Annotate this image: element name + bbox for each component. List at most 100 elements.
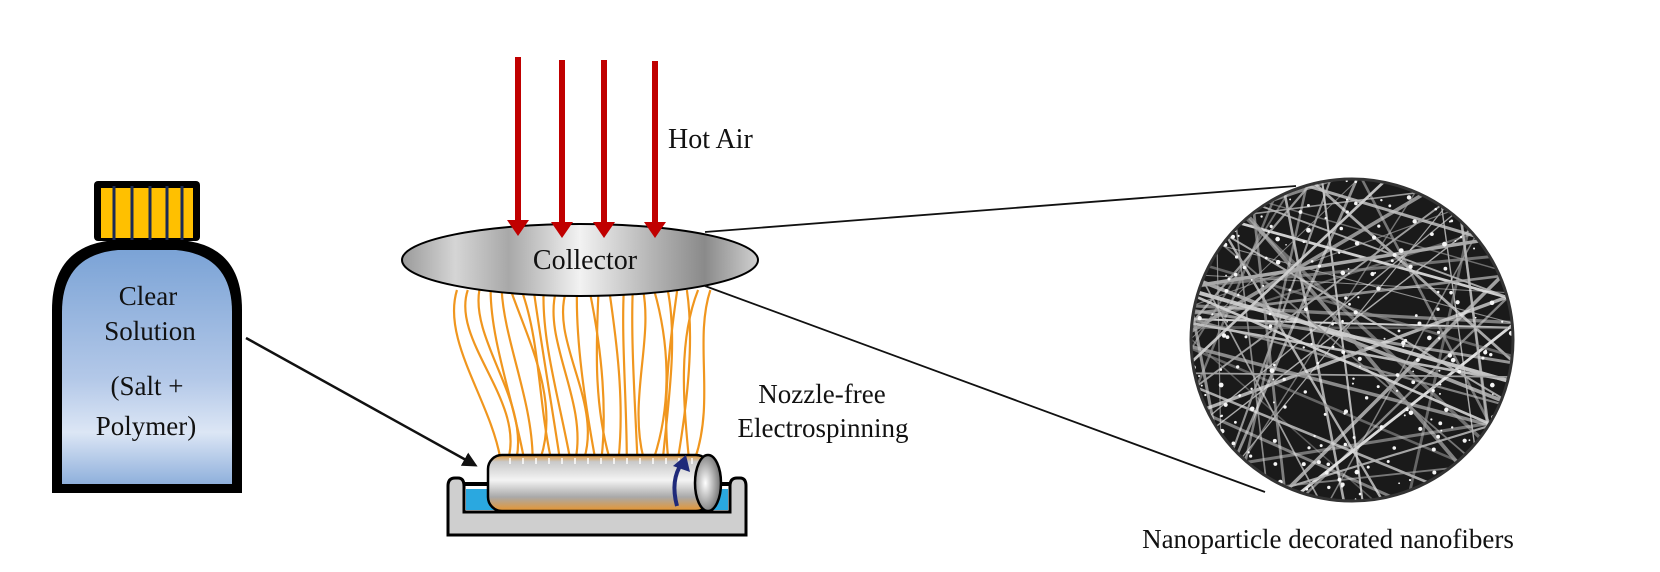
nanoparticle (1438, 337, 1441, 340)
nanoparticle (1306, 227, 1311, 233)
nanoparticle (1492, 393, 1494, 395)
nanoparticle (1231, 441, 1236, 446)
nanoparticle (1417, 321, 1422, 326)
nanoparticle (1398, 482, 1401, 485)
spinner-label-line2: Electrospinning (738, 413, 909, 443)
nanoparticle (1316, 361, 1320, 365)
nanoparticle (1313, 434, 1316, 438)
nanoparticle (1198, 374, 1201, 377)
nanoparticle (1465, 471, 1470, 476)
nanoparticle (1339, 226, 1344, 231)
nanoparticle (1344, 296, 1348, 300)
nanoparticle (1418, 495, 1421, 497)
fiber (477, 289, 520, 459)
zoom-line-bottom (704, 285, 1266, 493)
nanoparticle (1275, 259, 1281, 265)
bottle-label-line1: Clear (119, 281, 177, 311)
nanoparticle (1433, 184, 1437, 188)
nanoparticle (1459, 235, 1463, 239)
nanoparticle (1508, 263, 1511, 265)
nanoparticle (1229, 215, 1232, 218)
nanoparticle (1289, 198, 1292, 201)
nanoparticle (1383, 337, 1386, 340)
nanoparticle (1237, 293, 1240, 297)
nanoparticle (1315, 180, 1318, 182)
nanoparticle (1372, 235, 1377, 240)
nanoparticle (1197, 245, 1200, 249)
result-label: Nanoparticle decorated nanofibers (1142, 524, 1514, 554)
nanoparticle (1224, 289, 1229, 293)
fiber (464, 289, 512, 459)
nanoparticle (1508, 330, 1512, 336)
nanoparticle (1268, 482, 1271, 485)
nanoparticle (1447, 353, 1453, 358)
nanofiber-strand (1192, 180, 1512, 327)
nanoparticle (1505, 234, 1508, 237)
nanoparticle (1455, 300, 1460, 305)
bottle-label-line4: Polymer) (96, 411, 197, 441)
nanoparticle (1430, 418, 1433, 421)
nanoparticle (1427, 335, 1432, 341)
nanoparticle (1348, 302, 1351, 306)
fiber (622, 289, 628, 459)
nanoparticle (1474, 316, 1477, 319)
nanoparticle (1250, 387, 1253, 391)
nanofiber-strand (1192, 295, 1512, 342)
fiber (665, 289, 679, 459)
hot-air-arrow (507, 57, 529, 236)
nanoparticle (1436, 330, 1441, 334)
fiber (500, 289, 534, 459)
nanoparticle (1275, 236, 1280, 242)
nanoparticle (1219, 368, 1223, 371)
fiber (561, 289, 589, 459)
nanoparticle (1358, 365, 1361, 368)
nanoparticle (1508, 387, 1512, 392)
nanoparticle (1310, 342, 1313, 346)
sem-image (1189, 177, 1515, 503)
nanofiber-strand (1192, 180, 1355, 500)
nanoparticle (1298, 210, 1303, 214)
nanoparticle (1214, 194, 1220, 200)
cap-ridges (112, 186, 184, 240)
nanoparticle (1454, 240, 1457, 242)
drum-spikes (509, 458, 693, 464)
nanoparticle (1482, 239, 1488, 245)
nanoparticle (1392, 253, 1397, 258)
nanoparticle (1234, 420, 1237, 424)
nanoparticle (1302, 346, 1305, 349)
nanoparticle (1488, 231, 1491, 234)
nanoparticle (1337, 251, 1341, 254)
nanofiber-strand (1192, 180, 1512, 500)
nanoparticle (1345, 198, 1348, 201)
nanoparticle (1234, 255, 1239, 259)
nanoparticle (1343, 442, 1348, 447)
collector: Collector (401, 223, 759, 297)
fiber (682, 289, 700, 459)
zoom-line-top (704, 185, 1297, 233)
nanofiber-strand (1192, 389, 1512, 500)
nanoparticle (1225, 335, 1230, 340)
nanoparticle (1354, 180, 1358, 184)
nanoparticle (1376, 286, 1381, 291)
nanoparticle (1319, 444, 1323, 448)
nanoparticle (1262, 284, 1265, 287)
nanoparticle (1205, 463, 1208, 466)
fiber (520, 289, 552, 459)
nanoparticle (1465, 187, 1467, 189)
nanoparticle (1331, 322, 1334, 326)
bath-tray (446, 476, 748, 537)
nanoparticle (1195, 496, 1199, 500)
nanoparticle (1272, 401, 1275, 404)
nanoparticle (1222, 182, 1226, 185)
nanoparticle (1352, 435, 1356, 439)
nanoparticle (1303, 390, 1307, 394)
nanoparticle (1331, 345, 1335, 349)
nanofiber-strand (1192, 180, 1512, 339)
nanoparticle (1238, 394, 1242, 397)
nanoparticle (1443, 266, 1448, 271)
hot-air-arrows (507, 57, 666, 238)
nanoparticle (1264, 256, 1268, 260)
nanoparticle (1237, 234, 1240, 237)
nanoparticle (1415, 358, 1420, 362)
nanoparticle (1288, 288, 1292, 292)
